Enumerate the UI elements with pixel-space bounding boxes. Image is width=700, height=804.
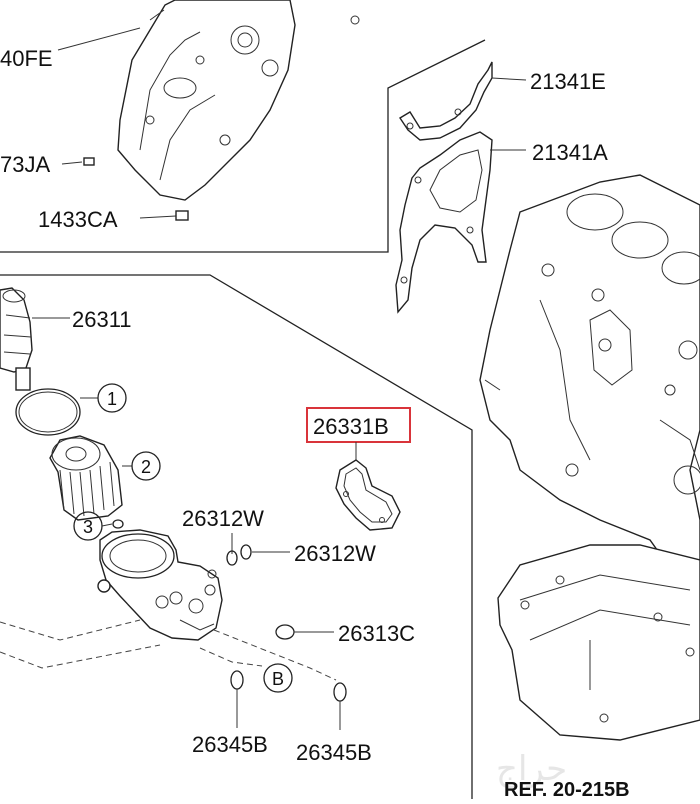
part-number-26311: 26311 — [72, 307, 132, 332]
oil-pan — [497, 544, 700, 741]
engine-block — [479, 174, 700, 586]
oil-filter-cap: 26311 — [0, 287, 132, 391]
gasket-21341e: 21341E — [399, 61, 606, 141]
reference-label: REF. 20-215B — [504, 779, 630, 799]
callout-circle-2 — [131, 451, 161, 481]
frame-lines — [0, 39, 486, 799]
part-number-26345b-left: 26345B — [192, 732, 268, 757]
part-number-26331b: 26331B — [313, 414, 389, 439]
o-ring-1: 1 — [15, 383, 127, 436]
oil-filter-element: 2 — [49, 435, 161, 521]
part-number-21341e: 21341E — [530, 69, 606, 94]
o-ring-26313c: 26313C — [275, 621, 415, 646]
label-1433ca: 1433CA — [38, 207, 189, 232]
callout-circle-b — [263, 663, 293, 693]
callout-number-2: 2 — [141, 457, 151, 477]
gasket-26331b: 26331B — [306, 407, 411, 531]
oil-filter-housing — [97, 529, 223, 641]
label-40fe: 40FE — [0, 27, 141, 71]
gasket-21341a: 21341A — [395, 131, 608, 314]
watermark: حراج — [496, 749, 567, 789]
callout-letter-b: B — [272, 669, 284, 689]
part-number-26313c: 26313C — [338, 621, 415, 646]
watermark-text: حراج — [496, 749, 567, 789]
callout-number-3: 3 — [83, 517, 93, 537]
o-ring-3: 3 — [73, 511, 124, 541]
timing-cover-assembly — [117, 0, 360, 201]
callout-number-1: 1 — [107, 389, 117, 409]
highlight-box — [306, 407, 411, 443]
part-number-26312w-lower: 26312W — [294, 541, 376, 566]
part-number-26345b-right: 26345B — [296, 740, 372, 765]
o-rings-26345b: B 26345B 26345B — [192, 663, 372, 765]
o-rings-26312w: 26312W 26312W — [182, 506, 376, 566]
part-number-40fe: 40FE — [0, 46, 53, 71]
label-73ja: 73JA — [0, 152, 95, 177]
part-number-26312w-upper: 26312W — [182, 506, 264, 531]
callout-circle-1 — [97, 383, 127, 413]
part-number-21341a: 21341A — [532, 140, 608, 165]
phantom-lines — [0, 619, 337, 681]
part-number-1433ca: 1433CA — [38, 207, 118, 232]
part-number-73ja: 73JA — [0, 152, 50, 177]
